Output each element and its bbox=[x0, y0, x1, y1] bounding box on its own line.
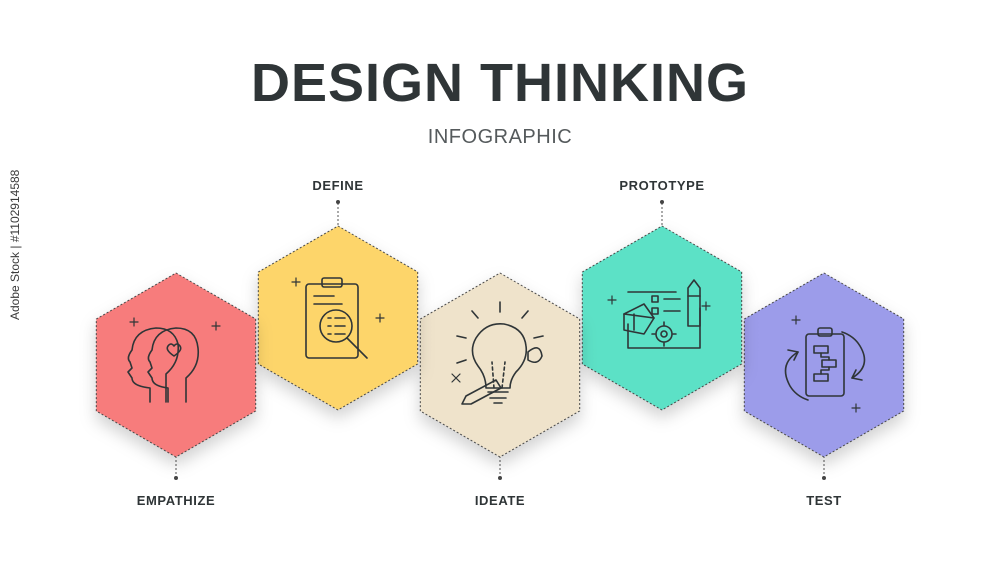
step-label-ideate: IDEATE bbox=[474, 493, 526, 508]
hexagon-test bbox=[743, 272, 905, 458]
watermark-text: Adobe Stock | #1102914588 bbox=[8, 169, 22, 320]
lightbulb-pencil-icon bbox=[451, 301, 544, 405]
ideate-connector-dot bbox=[498, 476, 502, 480]
prototype-connector-dot bbox=[660, 200, 664, 204]
blueprint-pencil-gear-icon bbox=[607, 279, 711, 349]
clipboard-cycle-icon bbox=[784, 315, 866, 413]
hexagon-prototype bbox=[581, 225, 743, 411]
head-heart-icon bbox=[127, 317, 221, 403]
page-title: DESIGN THINKING bbox=[250, 53, 750, 113]
page-subtitle: INFOGRAPHIC bbox=[427, 126, 573, 148]
define-connector-dot bbox=[336, 200, 340, 204]
test-connector-dot bbox=[822, 476, 826, 480]
step-label-define: DEFINE bbox=[312, 178, 364, 193]
step-label-empathize: EMPATHIZE bbox=[136, 493, 216, 508]
step-label-prototype: PROTOTYPE bbox=[619, 178, 705, 193]
clipboard-magnifier-icon bbox=[291, 277, 385, 359]
hexagon-empathize bbox=[95, 272, 257, 458]
empathize-connector-dot bbox=[174, 476, 178, 480]
hexagon-ideate bbox=[419, 272, 581, 458]
step-label-test: TEST bbox=[806, 493, 842, 508]
